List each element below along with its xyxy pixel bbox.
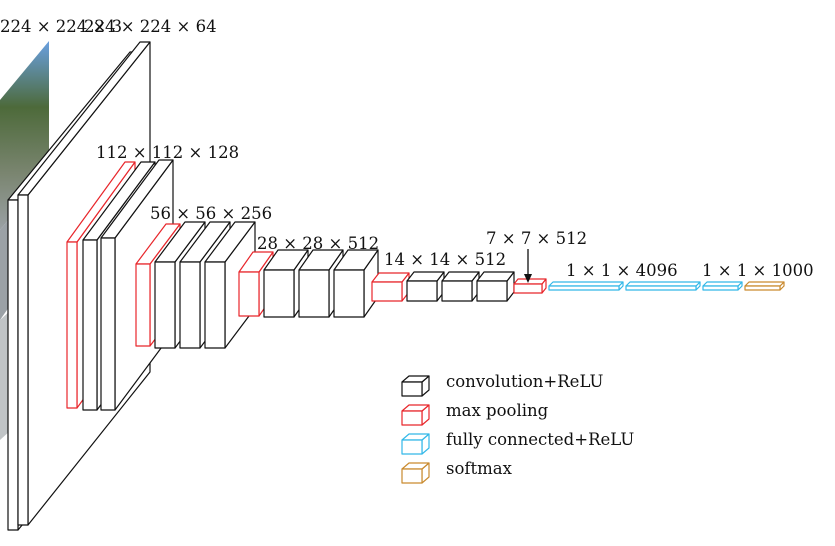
- fc2-block: [625, 281, 701, 291]
- fc3-block-front: [702, 285, 739, 291]
- conv5-2-block-front: [441, 280, 473, 302]
- conv3-3-block-front: [204, 261, 226, 349]
- conv5-1-block: [406, 271, 445, 302]
- legend-label-softmax: softmax: [446, 459, 513, 478]
- pool1-block-front: [66, 241, 78, 409]
- conv5-3-block-top: [476, 271, 515, 282]
- fc3-dimension-label: 1 × 1 × 1000: [702, 261, 814, 280]
- legend-label-pool: max pooling: [446, 401, 549, 420]
- conv4-2-block-front: [298, 269, 330, 318]
- conv4-dimension-label: 28 × 28 × 512: [257, 234, 379, 253]
- conv1-1-block-front: [7, 199, 19, 531]
- pool5-block: [513, 278, 547, 294]
- conv5-3-block: [476, 271, 515, 302]
- legend-swatch-fc-front: [401, 439, 423, 455]
- legend-swatch-pool: [401, 404, 430, 426]
- conv1-dimension-label: 224 × 224 × 64: [84, 17, 217, 36]
- legend-swatch-softmax: [401, 462, 430, 484]
- conv3-2-block-front: [179, 261, 201, 349]
- legend-swatch-conv-front: [401, 381, 423, 397]
- conv5-3-block-front: [476, 280, 508, 302]
- conv4-3-block-front: [333, 269, 365, 318]
- conv5-dimension-label: 14 × 14 × 512: [384, 250, 506, 269]
- conv5-1-block-front: [406, 280, 438, 302]
- softmax-block-front: [744, 285, 781, 291]
- pool4-block: [371, 272, 410, 302]
- legend: convolution+ReLU max pooling fully connect…: [401, 372, 634, 484]
- legend-label-conv: convolution+ReLU: [446, 372, 603, 391]
- conv5-2-block: [441, 271, 480, 302]
- conv1-2-block-front: [17, 194, 29, 526]
- legend-swatch-pool-front: [401, 410, 423, 426]
- conv2-1-block-front: [82, 239, 98, 411]
- pool5-block-top: [513, 278, 547, 285]
- conv5-2-block-top: [441, 271, 480, 282]
- fc1-dimension-label: 1 × 1 × 4096: [566, 261, 678, 280]
- fc1-block: [548, 281, 624, 291]
- conv3-1-block-front: [154, 261, 176, 349]
- legend-item-softmax: softmax: [401, 459, 513, 484]
- pool5-block-front: [513, 283, 543, 294]
- conv2-2-block-front: [100, 237, 116, 411]
- input-dimension-label: 224 × 224 × 3: [0, 17, 122, 36]
- legend-item-conv: convolution+ReLU: [401, 372, 603, 397]
- pool5-dimension-label: 7 × 7 × 512: [486, 229, 587, 248]
- conv5-1-block-top: [406, 271, 445, 282]
- legend-item-fc: fully connected+ReLU: [401, 430, 634, 455]
- pointer-arrow: [524, 249, 532, 283]
- pool4-block-top: [371, 272, 410, 283]
- legend-swatch-softmax-front: [401, 468, 423, 484]
- pool2-block-front: [135, 263, 151, 347]
- legend-swatch-conv: [401, 375, 430, 397]
- pool3-block-front: [238, 271, 260, 317]
- legend-item-pool: max pooling: [401, 401, 549, 426]
- conv2-dimension-label: 112 × 112 × 128: [96, 143, 239, 162]
- legend-label-fc: fully connected+ReLU: [446, 430, 634, 449]
- layer-blocks: [7, 41, 785, 531]
- pool4-block-front: [371, 281, 403, 302]
- fc1-block-front: [548, 285, 620, 291]
- fc3-block: [702, 281, 743, 291]
- conv3-dimension-label: 56 × 56 × 256: [150, 204, 272, 223]
- legend-swatch-fc: [401, 433, 430, 455]
- softmax-block: [744, 281, 785, 291]
- conv4-1-block-front: [263, 269, 295, 318]
- fc2-block-front: [625, 285, 697, 291]
